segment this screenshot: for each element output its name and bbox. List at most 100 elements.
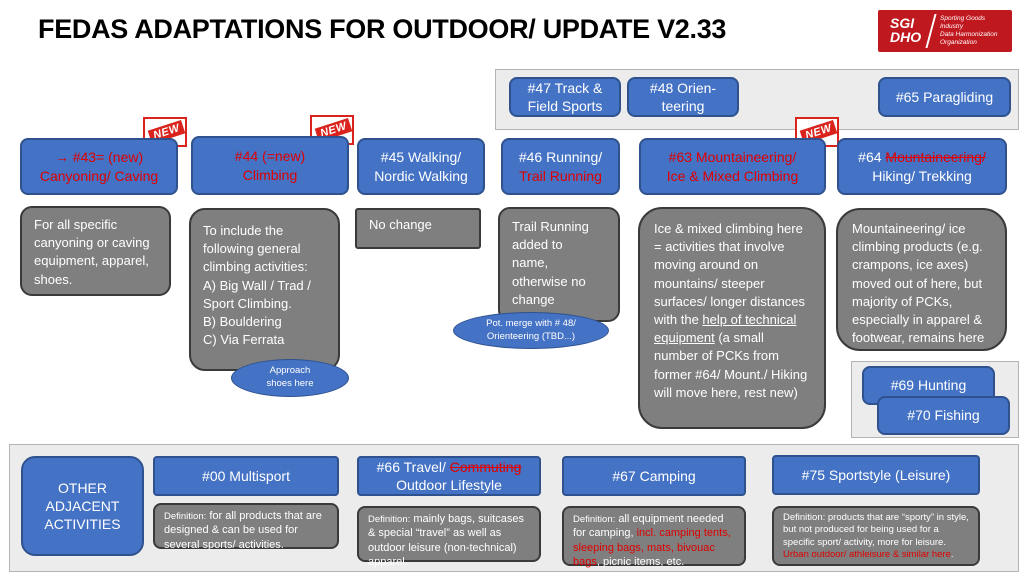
box-46-line2: Trail Running bbox=[519, 167, 602, 184]
note-46-line: change bbox=[512, 291, 555, 307]
note-46-line: otherwise no bbox=[512, 273, 586, 289]
box-70-fishing[interactable]: #70 Fishing bbox=[877, 396, 1010, 435]
box-47-track-field[interactable]: #47 Track & Field Sports bbox=[509, 77, 621, 117]
page-title: FEDAS ADAPTATIONS FOR OUTDOOR/ UPDATE V2… bbox=[38, 14, 727, 44]
box-63-mountaineering[interactable]: #63 Mountaineering/ Ice & Mixed Climbing bbox=[639, 138, 826, 195]
logo-line: Industry bbox=[940, 23, 964, 30]
definition-text: for all products that are designed & can… bbox=[164, 510, 322, 551]
box-other-adjacent[interactable]: OTHER ADJACENT ACTIVITIES bbox=[21, 456, 144, 556]
definition-text: all equipment needed for camping, bbox=[573, 513, 724, 540]
definition-00: Definition: for all products that are de… bbox=[153, 503, 339, 551]
note-44-line: Sport Climbing. bbox=[203, 295, 292, 311]
definition-66: Definition: mainly bags, suitcases & spe… bbox=[357, 506, 541, 568]
note-44-line: following general bbox=[203, 241, 301, 257]
note-63: Ice & mixed climbing here = activities t… bbox=[638, 207, 826, 429]
note-46-line: added to bbox=[512, 237, 563, 253]
logo-line: Sporting Goods bbox=[940, 15, 986, 22]
other-line: ADJACENT bbox=[45, 497, 120, 514]
box-70-label: #70 Fishing bbox=[907, 407, 980, 424]
logo-mark: SGI DHO bbox=[890, 15, 922, 45]
definition-label: Definition: bbox=[783, 512, 826, 523]
box-44-climbing[interactable]: #44 (=new) Climbing bbox=[191, 136, 349, 195]
note-63-underlined: help of technical equipment bbox=[654, 311, 797, 346]
box-69-label: #69 Hunting bbox=[890, 377, 967, 394]
logo-words: Sporting Goods Industry Data Harmonizati… bbox=[940, 15, 997, 47]
note-64: Mountaineering/ ice climbing products (e… bbox=[836, 208, 1007, 351]
sgi-dho-logo: SGI DHO Sporting Goods Industry Data Har… bbox=[878, 10, 1012, 52]
oval-line: Pot. merge with # 48/ bbox=[486, 317, 576, 329]
note-45: No change bbox=[355, 208, 481, 249]
note-46-line: name, bbox=[512, 255, 549, 271]
box-66-travel[interactable]: #66 Travel/ Commuting Outdoor Lifestyle bbox=[357, 456, 541, 496]
box-67-label: #67 Camping bbox=[612, 467, 696, 484]
box-47-line: Field Sports bbox=[527, 98, 603, 114]
note-44-line: B) Bouldering bbox=[203, 313, 282, 329]
definition-67: Definition: all equipment needed for cam… bbox=[562, 506, 746, 568]
oval-line: Approach bbox=[269, 365, 311, 377]
logo-line: Data Harmonization bbox=[940, 31, 998, 38]
definition-label: Definition: bbox=[573, 514, 616, 525]
note-46-line: Trail Running bbox=[512, 219, 589, 234]
box-66-line2: Outdoor Lifestyle bbox=[396, 477, 502, 493]
box-75-sportstyle[interactable]: #75 Sportstyle (Leisure) bbox=[772, 455, 980, 495]
note-64-text: Mountaineering/ ice climbing products (e… bbox=[852, 221, 985, 346]
box-44-line1: #44 (=new) bbox=[234, 148, 306, 165]
note-63-text-end: (a small number of PCKs from former #64/… bbox=[654, 330, 808, 400]
box-63-line2: Ice & Mixed Climbing bbox=[666, 167, 799, 184]
note-44-line: C) Via Ferrata bbox=[203, 332, 285, 348]
box-64-hiking[interactable]: #64 Mountaineering/ Hiking/ Trekking bbox=[837, 138, 1007, 195]
box-67-camping[interactable]: #67 Camping bbox=[562, 456, 746, 496]
note-45-text: No change bbox=[369, 217, 432, 232]
box-45-line2: Nordic Walking bbox=[374, 167, 468, 184]
definition-text-end: , picnic items, etc. bbox=[596, 555, 685, 568]
box-43-line2: Canyoning/ Caving bbox=[39, 167, 159, 184]
note-43-text: For all specific canyoning or caving equ… bbox=[34, 217, 150, 287]
box-48-line: #48 Orien- bbox=[649, 79, 717, 96]
note-63-text: Ice & mixed climbing here = activities t… bbox=[654, 221, 806, 327]
definition-red-text: incl. camping tents, sleeping bags, mats… bbox=[573, 527, 731, 568]
note-44-line: To include the bbox=[203, 223, 284, 238]
box-00-multisport[interactable]: #00 Multisport bbox=[153, 456, 339, 496]
other-line: OTHER bbox=[58, 479, 107, 496]
note-44: To include the following general climbin… bbox=[189, 208, 340, 371]
box-66-number: #66 Travel/ bbox=[376, 458, 450, 475]
box-44-line2: Climbing bbox=[242, 166, 298, 183]
definition-text-end: . bbox=[950, 549, 954, 561]
box-64-number: #64 bbox=[858, 149, 886, 166]
definition-text: products that are “sporty” in style, but… bbox=[783, 512, 969, 548]
box-43-line1: → #43= (new) bbox=[54, 149, 144, 166]
definition-red-text: Urban outdoor/ athleisure & similar here bbox=[783, 549, 951, 561]
oval-line: shoes here bbox=[266, 378, 314, 389]
box-45-line1: #45 Walking/ bbox=[380, 149, 462, 166]
definition-75: Definition: products that are “sporty” i… bbox=[772, 506, 980, 566]
merge-oval: Pot. merge with # 48/Orienteering (TBD..… bbox=[453, 312, 609, 349]
note-44-line: A) Big Wall / Trad / bbox=[203, 277, 311, 293]
note-46: Trail Running added to name, otherwise n… bbox=[498, 207, 620, 322]
box-46-running[interactable]: #46 Running/ Trail Running bbox=[501, 138, 620, 195]
box-48-orienteering[interactable]: #48 Orien- teering bbox=[627, 77, 739, 117]
oval-line: Orienteering (TBD...) bbox=[486, 330, 576, 342]
box-64-line1: #64 Mountaineering/ bbox=[858, 148, 986, 166]
box-65-label: #65 Paragliding bbox=[895, 88, 994, 105]
box-47-line: #47 Track & bbox=[527, 79, 603, 96]
box-45-walking[interactable]: #45 Walking/ Nordic Walking bbox=[357, 138, 485, 195]
box-63-line1: #63 Mountaineering/ bbox=[668, 149, 797, 166]
box-75-label: #75 Sportstyle (Leisure) bbox=[801, 466, 951, 483]
box-64-line2: Hiking/ Trekking bbox=[872, 167, 972, 184]
box-00-label: #00 Multisport bbox=[202, 467, 290, 484]
box-66-struck: Commuting bbox=[449, 458, 522, 475]
box-65-paragliding[interactable]: #65 Paragliding bbox=[878, 77, 1011, 117]
box-48-line: teering bbox=[661, 98, 705, 114]
note-43: For all specific canyoning or caving equ… bbox=[20, 206, 171, 296]
box-43-canyoning[interactable]: → #43= (new) Canyoning/ Caving bbox=[20, 138, 178, 195]
definition-label: Definition: bbox=[164, 511, 207, 522]
other-line: ACTIVITIES bbox=[44, 516, 121, 533]
box-46-line1: #46 Running/ bbox=[518, 149, 603, 166]
note-44-line: climbing activities: bbox=[203, 259, 308, 275]
definition-text: mainly bags, suitcases & special “travel… bbox=[368, 513, 524, 568]
definition-label: Definition: bbox=[368, 514, 411, 525]
box-66-line1: #66 Travel/ Commuting bbox=[377, 458, 522, 476]
logo-line: Organization bbox=[940, 39, 977, 46]
box-64-struck: Mountaineering/ bbox=[885, 149, 986, 166]
